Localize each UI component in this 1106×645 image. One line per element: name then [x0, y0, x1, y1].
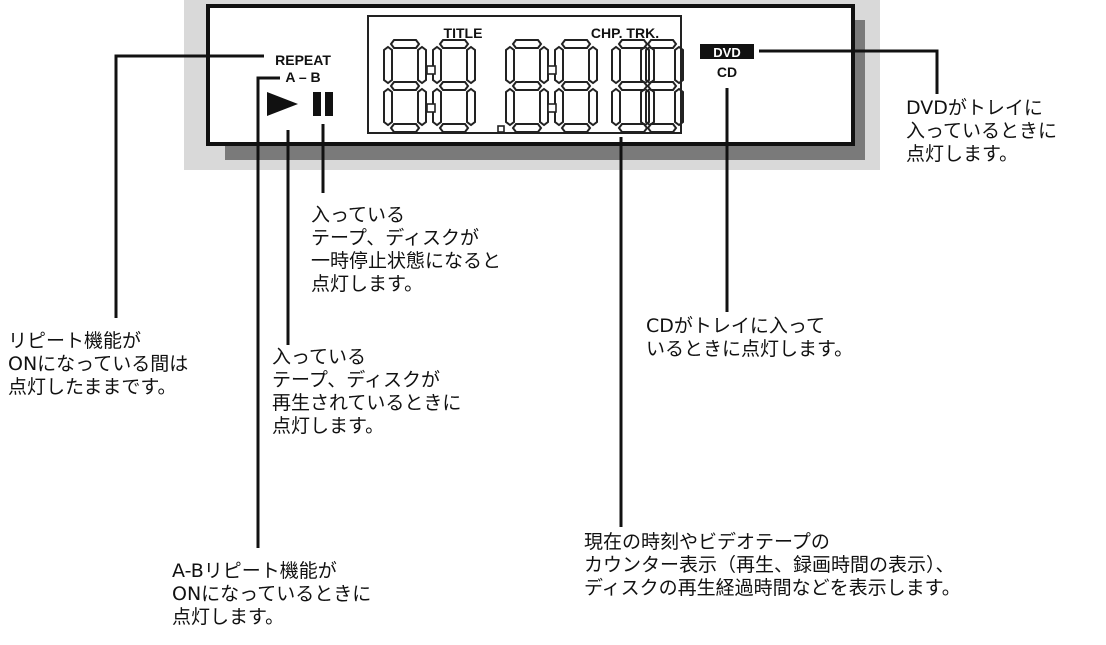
segment-v2 — [432, 87, 442, 127]
colon-dot-3 — [547, 65, 557, 75]
segment-v2 — [611, 87, 621, 127]
segment-h2 — [511, 123, 543, 133]
decimal-point — [497, 125, 505, 133]
digit-3 — [505, 39, 549, 133]
dvd-callout: DVDがトレイに 入っているときに 点灯します。 — [906, 97, 1058, 165]
dvd-indicator-label: DVD — [713, 45, 740, 60]
cd-indicator-label: CD — [717, 64, 737, 80]
segment-h2 — [389, 123, 421, 133]
colon-dot-2 — [426, 103, 436, 113]
segment-v1 — [417, 45, 427, 85]
ab-repeat-label: A – B — [285, 69, 320, 85]
segment-v0 — [554, 45, 564, 85]
play-icon — [267, 92, 298, 116]
segment-v3 — [674, 87, 684, 127]
segment-v2 — [383, 87, 393, 127]
play-callout: 入っている テープ、ディスクが 再生されているときに 点灯します。 — [272, 346, 462, 437]
segment-h2 — [560, 123, 592, 133]
counter-callout: 現在の時刻やビデオテープの カウンター表示（再生、録画時間の表示）、 ディスクの… — [584, 531, 961, 599]
ab-repeat-callout: A-Bリピート機能が ONになっているときに 点灯します。 — [172, 560, 372, 628]
segment-h0 — [560, 39, 592, 49]
segment-h0 — [438, 39, 470, 49]
repeat-leader-line — [114, 54, 264, 318]
repeat-label: REPEAT — [275, 52, 331, 68]
segment-h2 — [646, 123, 678, 133]
segment-v0 — [383, 45, 393, 85]
colon-dot-1 — [426, 65, 436, 75]
cd-callout: CDがトレイに入って いるときに点灯します。 — [646, 315, 854, 360]
digit-1 — [383, 39, 427, 133]
segment-h1 — [511, 81, 543, 91]
digit-4 — [554, 39, 598, 133]
segment-h0 — [646, 39, 678, 49]
segment-v1 — [674, 45, 684, 85]
digit-6 — [640, 39, 684, 133]
digit-area — [367, 15, 682, 134]
segment-v2 — [640, 87, 650, 127]
segment-v2 — [505, 87, 515, 127]
dvd-badge — [700, 44, 754, 59]
segment-v0 — [432, 45, 442, 85]
segment-v1 — [466, 45, 476, 85]
pause-callout: 入っている テープ、ディスクが 一時停止状態になると 点灯します。 — [311, 204, 502, 295]
segment-h1 — [560, 81, 592, 91]
segment-h2 — [438, 123, 470, 133]
segment-v0 — [505, 45, 515, 85]
segment-h1 — [389, 81, 421, 91]
pause-icon — [313, 92, 333, 116]
segment-h0 — [389, 39, 421, 49]
segment-v3 — [539, 87, 549, 127]
chapter-track-label: CHP. TRK. — [591, 25, 659, 41]
repeat-callout: リピート機能が ONになっている間は 点灯したままです。 — [8, 330, 189, 398]
segment-v0 — [640, 45, 650, 85]
segment-h1 — [438, 81, 470, 91]
colon-dot-4 — [547, 103, 557, 113]
title-label: TITLE — [444, 25, 483, 41]
leader-lines — [114, 49, 939, 548]
segment-h1 — [646, 81, 678, 91]
segment-v3 — [466, 87, 476, 127]
segment-v0 — [611, 45, 621, 85]
ab-repeat-leader-line — [256, 76, 280, 548]
segment-h0 — [511, 39, 543, 49]
segment-v3 — [417, 87, 427, 127]
dvd-leader-line — [759, 49, 939, 94]
segment-v2 — [554, 87, 564, 127]
seven-segment-counter — [383, 39, 684, 133]
digit-2 — [432, 39, 476, 133]
segment-v3 — [588, 87, 598, 127]
segment-v1 — [588, 45, 598, 85]
segment-v1 — [539, 45, 549, 85]
